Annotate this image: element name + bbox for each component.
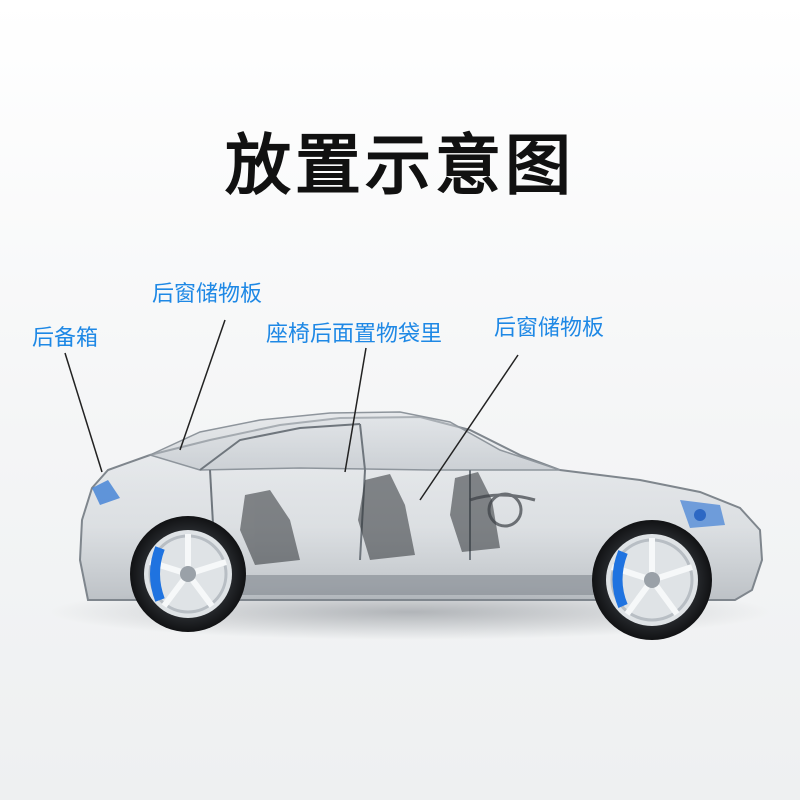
glass-roof bbox=[147, 411, 561, 471]
leader-line-seat-pocket bbox=[344, 347, 367, 473]
side-sill bbox=[225, 575, 600, 595]
dashboard bbox=[469, 492, 536, 528]
interior-seats bbox=[240, 472, 500, 565]
callout-trunk: 后备箱 bbox=[32, 326, 99, 351]
leader-line-rear-shelf-2 bbox=[419, 354, 519, 501]
callout-seat-back-pocket: 座椅后面置物袋里 bbox=[266, 322, 443, 347]
leader-lines bbox=[64, 319, 519, 501]
leader-line-trunk bbox=[64, 352, 103, 473]
callout-rear-window-shelf-2: 后窗储物板 bbox=[494, 316, 605, 341]
rear-wheel bbox=[130, 516, 246, 632]
blue-accents bbox=[92, 480, 725, 528]
page-title: 放置示意图 bbox=[225, 127, 575, 204]
front-wheel bbox=[592, 520, 712, 640]
leader-line-rear-shelf bbox=[179, 319, 226, 451]
callout-rear-window-shelf: 后窗储物板 bbox=[152, 282, 263, 307]
